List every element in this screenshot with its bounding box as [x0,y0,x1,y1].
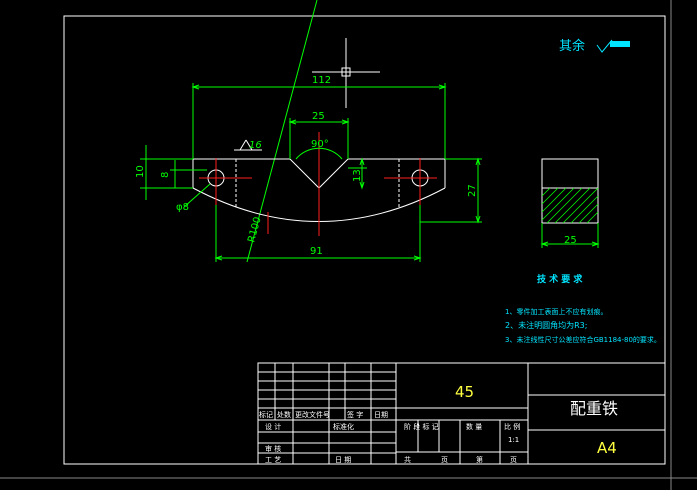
crosshair-cursor [312,38,380,108]
dim-8: 8 [160,172,171,178]
technical-requirements: 技 术 要 求 1、零件加工表面上不应有划痕。 2、未注明圆角均为R3; 3、未… [505,273,661,344]
tb-ratio: 比 例 [504,422,520,431]
tech-item-2: 2、未注明圆角均为R3; [505,320,587,330]
tb-sheets: 共 [404,455,411,464]
dim-91: 91 [310,246,323,257]
part-side-view: 25 [540,158,600,248]
tb-design: 设 计 [265,422,281,431]
dim-25: 25 [312,111,325,122]
tb-qty: 数 量 [466,422,482,431]
dim-phi8: φ8 [176,202,189,213]
dim-r100: R100 [246,216,263,244]
roughness-symbol-icon [596,39,630,53]
construction-line [246,0,318,263]
tb-sign: 签 字 [347,410,363,419]
dim-side-25: 25 [564,235,577,246]
tb-standard: 标准化 [333,422,354,431]
sheet-size: A4 [597,439,617,457]
tb-sheet-no: 第 [476,455,483,464]
center-lines [199,132,437,236]
part-name: 配重铁 [570,399,618,418]
tb-process: 工 艺 [265,456,281,464]
tech-item-1: 1、零件加工表面上不应有划痕。 [505,307,607,316]
title-block: 45 配重铁 A4 标记 处数 更改文件号 签 字 日期 设 计 标准化 审 核… [257,362,666,465]
tb-ratio-value: 1:1 [508,436,519,444]
tech-title: 技 术 要 求 [537,273,583,285]
tb-stage: 阶 段 标 记 [404,422,439,431]
dim-112: 112 [312,75,331,86]
tech-item-3: 3、未注线性尺寸公差应符合GB1184-80的要求。 [505,335,661,344]
roughness-label: 其余 [559,38,585,54]
tb-mark: 标记 [259,410,273,419]
tb-review: 审 核 [265,444,281,453]
tb-count: 处数 [277,410,291,419]
tb-date: 日期 [374,411,388,419]
tb-change-doc: 更改文件号 [295,410,330,419]
tb-sheets-unit: 页 [441,456,448,464]
dim-10: 10 [135,165,146,178]
material-value: 45 [455,383,474,401]
dim-90-angle: 90° [311,139,329,150]
dimensions: 112 25 90° 16 10 8 13 [135,75,482,262]
tb-date2: 日 期 [335,456,351,464]
dim-16: 16 [249,140,262,151]
dim-13: 13 [352,169,363,182]
tb-sheet-no-unit: 页 [510,456,517,464]
dim-27: 27 [467,184,478,197]
